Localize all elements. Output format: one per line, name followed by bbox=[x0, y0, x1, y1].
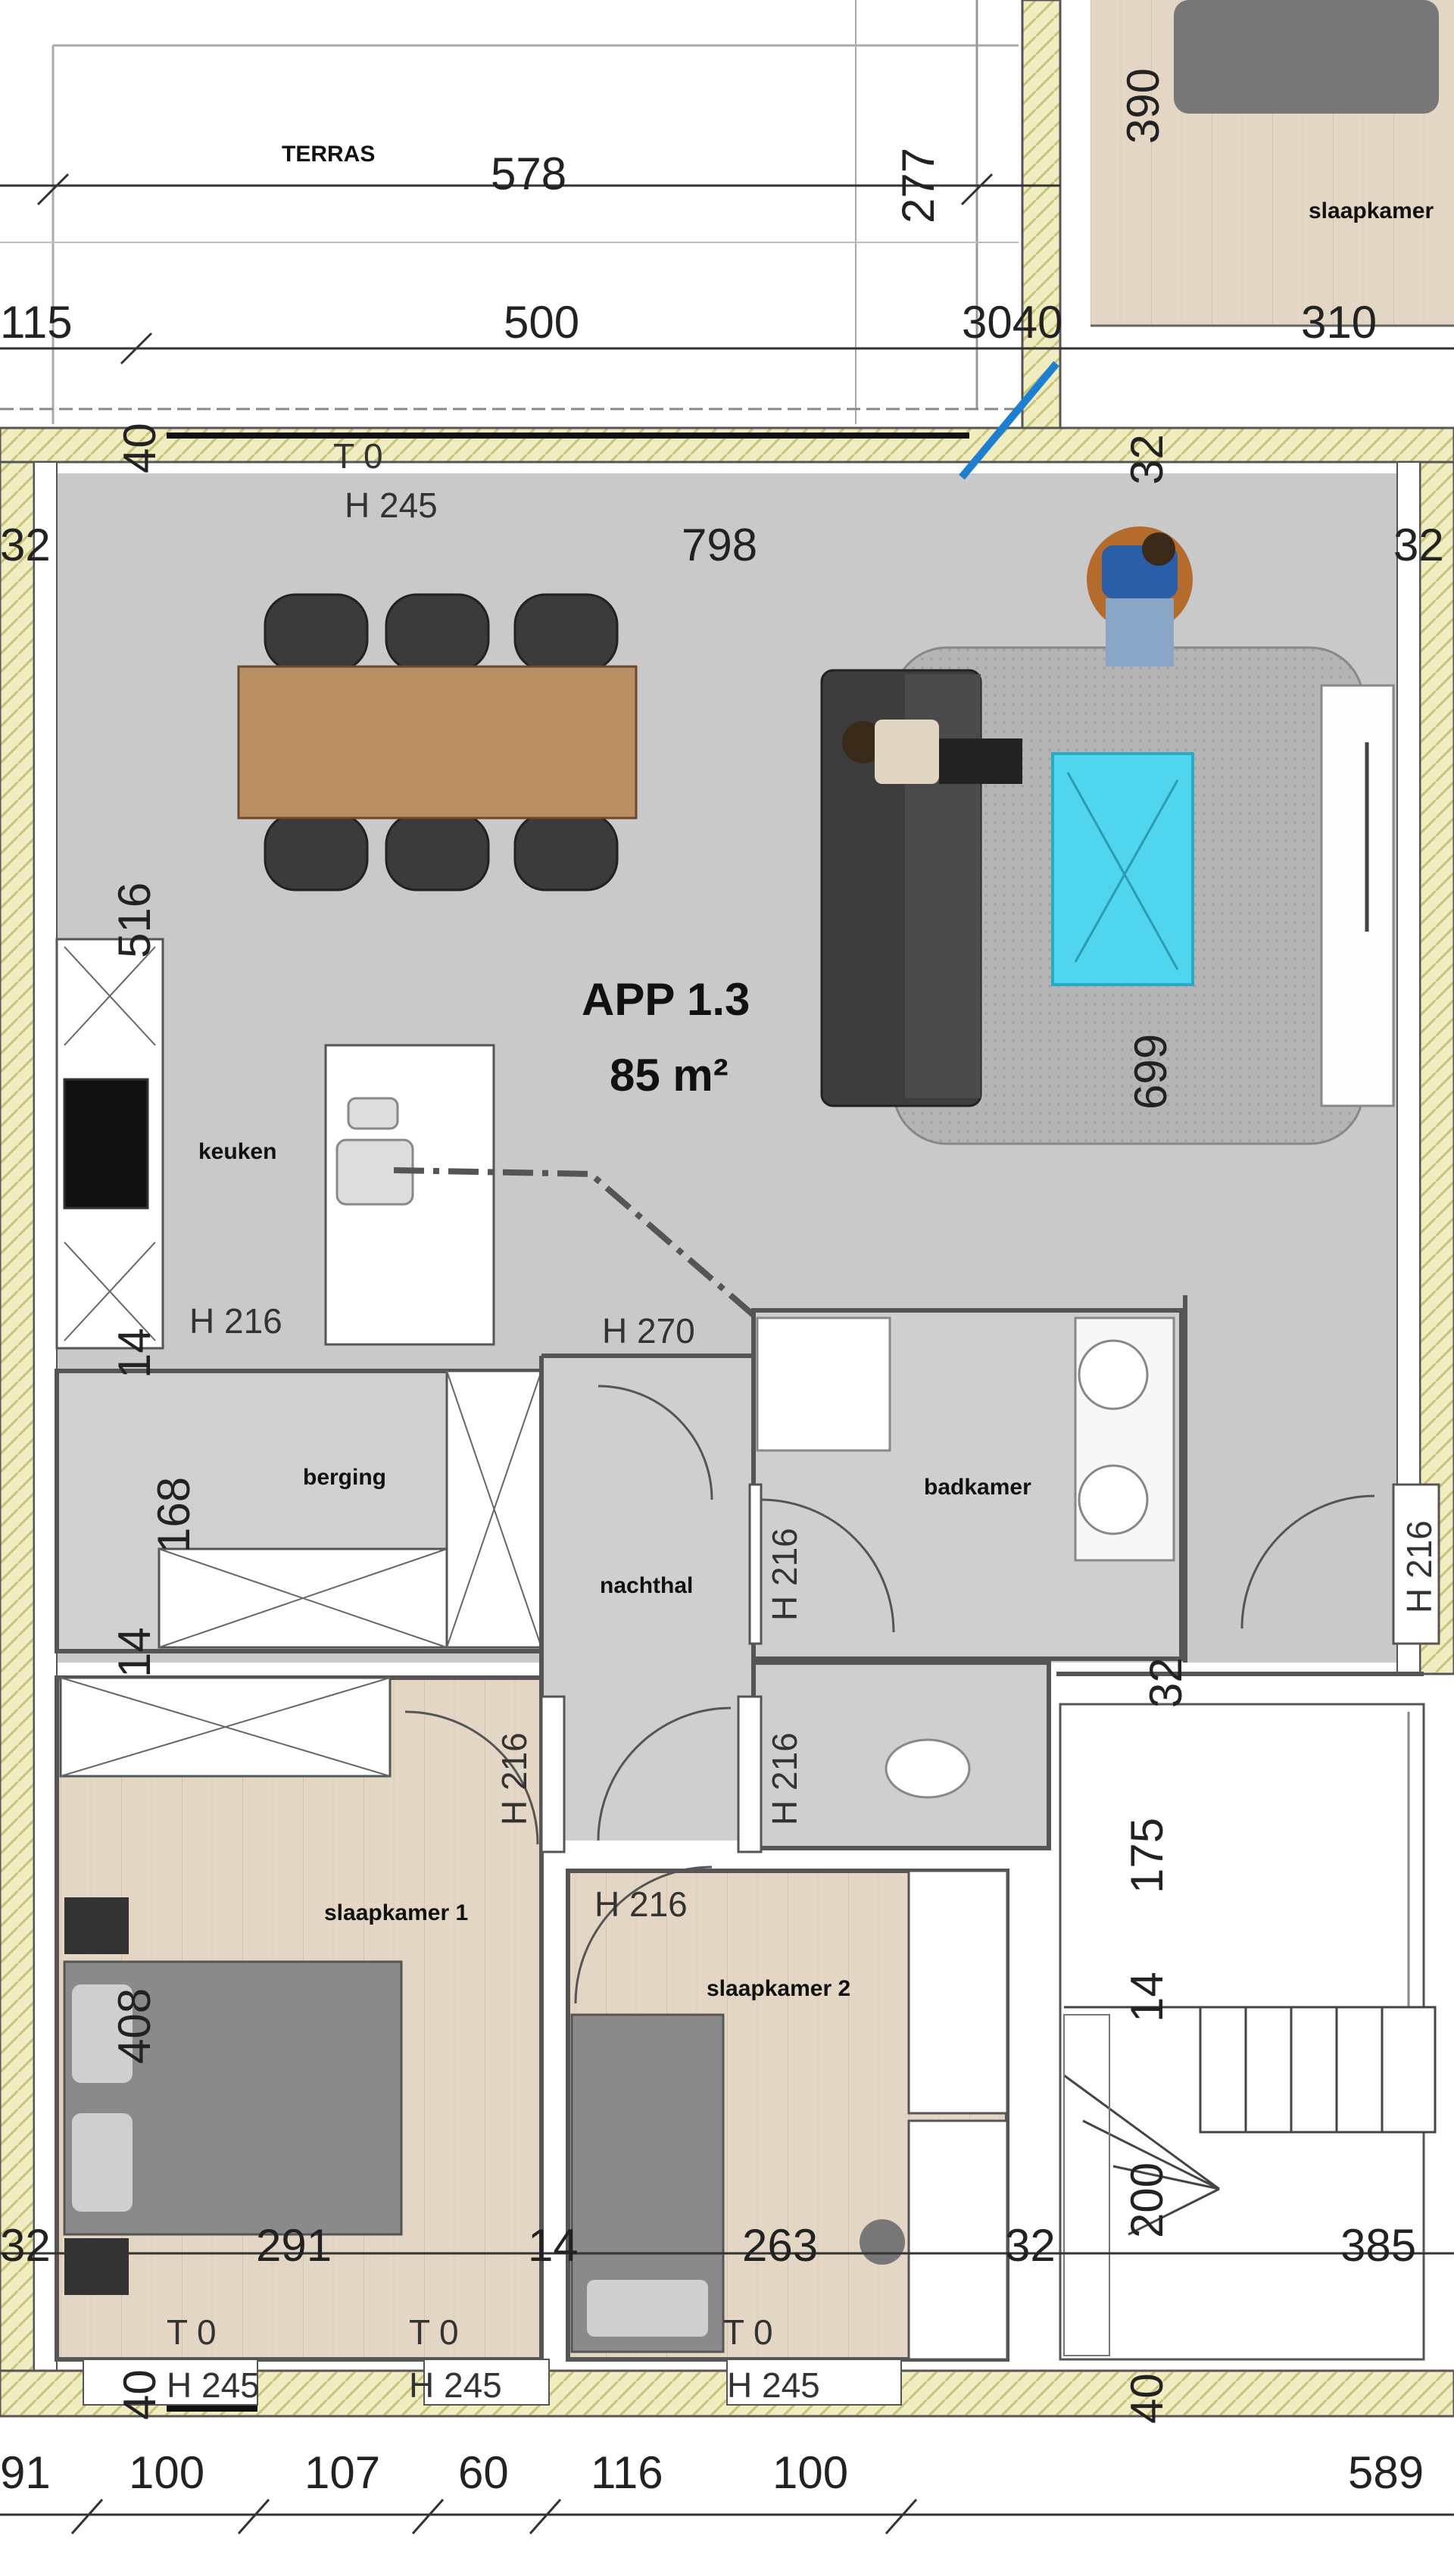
person-armchair-icon bbox=[1087, 526, 1193, 667]
dim-500: 500 bbox=[504, 297, 579, 348]
slaapkamer-1-room bbox=[55, 1675, 544, 2362]
badkamer-label: badkamer bbox=[924, 1475, 1031, 1500]
dining-set bbox=[237, 593, 638, 891]
kitchen bbox=[55, 938, 495, 1350]
dim-390: 390 bbox=[1118, 68, 1169, 144]
height-t0-top: T 0 bbox=[333, 436, 383, 476]
height-t0-bottom-3: T 0 bbox=[723, 2312, 773, 2352]
dim-40-bottom-left: 40 bbox=[114, 2369, 165, 2420]
wall-left bbox=[0, 461, 36, 2403]
nachthal-room bbox=[541, 1356, 754, 1841]
dim-200: 200 bbox=[1122, 2162, 1172, 2238]
height-t0-bottom-2: T 0 bbox=[409, 2312, 459, 2352]
bottom-dim-589: 589 bbox=[1348, 2447, 1424, 2498]
stairwell bbox=[1059, 1703, 1437, 2361]
dim-32-bottom-mid: 32 bbox=[1005, 2220, 1056, 2271]
nachthal-label: nachthal bbox=[600, 1573, 693, 1598]
dim-175: 175 bbox=[1122, 1818, 1172, 1894]
dim-14-c: 14 bbox=[1122, 1972, 1172, 2022]
slaapkamer-1-label: slaapkamer 1 bbox=[324, 1900, 468, 1925]
height-h216-kitchen: H 216 bbox=[189, 1301, 282, 1341]
height-h216-wc: H 216 bbox=[765, 1732, 804, 1825]
wc-room bbox=[751, 1660, 1051, 1850]
apartment-name: APP 1.3 bbox=[582, 974, 750, 1025]
dim-263: 263 bbox=[742, 2220, 818, 2271]
door-swings bbox=[404, 1385, 1375, 2004]
dim-385: 385 bbox=[1340, 2220, 1416, 2271]
height-h216-badkamer: H 216 bbox=[765, 1528, 804, 1621]
bottom-dim-100-a: 100 bbox=[129, 2447, 204, 2498]
slaapkamer-top-room bbox=[1090, 0, 1454, 386]
dim-578: 578 bbox=[491, 148, 566, 199]
dim-32-bottom-left: 32 bbox=[0, 2220, 51, 2271]
tv-cabinet bbox=[1320, 684, 1395, 1107]
bottom-dim-60: 60 bbox=[458, 2447, 509, 2498]
desk-icon bbox=[907, 2119, 1009, 2361]
bottom-dim-91: 91 bbox=[0, 2447, 51, 2498]
dim-32-mid: 32 bbox=[1140, 1657, 1191, 1708]
dim-408: 408 bbox=[109, 1988, 160, 2064]
height-h216-slaapkamer1: H 216 bbox=[495, 1732, 534, 1825]
bottom-dim-107: 107 bbox=[304, 2447, 380, 2498]
toilet-icon bbox=[885, 1738, 971, 1799]
terras-label: TERRAS bbox=[282, 142, 375, 167]
height-h216-slaapkamer2: H 216 bbox=[594, 1884, 688, 1924]
dim-168: 168 bbox=[148, 1477, 199, 1553]
dim-40-bottom-right: 40 bbox=[1122, 2373, 1172, 2424]
slaapkamer-top-label: slaapkamer bbox=[1309, 198, 1434, 223]
person-sofa-icon bbox=[842, 720, 1022, 784]
bottom-dim-100-b: 100 bbox=[772, 2447, 848, 2498]
bath-sink-icon bbox=[756, 1316, 891, 1452]
bottom-dim-116: 116 bbox=[591, 2447, 663, 2498]
dim-32-left: 32 bbox=[0, 520, 51, 570]
height-h245-bottom-1: H 245 bbox=[167, 2365, 260, 2405]
apartment-area: 85 m² bbox=[610, 1050, 729, 1101]
height-h270: H 270 bbox=[602, 1311, 695, 1350]
berging-label: berging bbox=[303, 1465, 386, 1490]
wall-right bbox=[1418, 461, 1454, 1675]
dim-32-right-top: 32 bbox=[1122, 434, 1172, 485]
slaapkamer-2-room bbox=[566, 1869, 1009, 2362]
dim-14-a: 14 bbox=[109, 1328, 160, 1379]
slaapkamer-2-label: slaapkamer 2 bbox=[707, 1976, 850, 2001]
dim-115: 115 bbox=[0, 297, 73, 348]
dim-277: 277 bbox=[893, 148, 944, 223]
cooktop-icon bbox=[63, 1078, 149, 1210]
dim-291: 291 bbox=[256, 2220, 332, 2271]
dim-40-left: 40 bbox=[114, 423, 165, 473]
dim-14-b: 14 bbox=[109, 1627, 160, 1678]
dim-3040: 3040 bbox=[962, 297, 1062, 348]
terrace bbox=[0, 0, 1019, 424]
dining-table bbox=[237, 665, 638, 820]
dimension-lines bbox=[0, 173, 1454, 2534]
height-t0-bottom-1: T 0 bbox=[167, 2312, 217, 2352]
door-arrow-blue bbox=[959, 361, 1059, 480]
dim-798: 798 bbox=[682, 520, 757, 570]
height-h245-top: H 245 bbox=[345, 486, 438, 525]
height-h245-bottom-3: H 245 bbox=[727, 2365, 820, 2405]
dim-14-d: 14 bbox=[528, 2220, 579, 2271]
height-h216-right: H 216 bbox=[1399, 1520, 1439, 1613]
height-h245-bottom-2: H 245 bbox=[409, 2365, 502, 2405]
dim-310: 310 bbox=[1301, 297, 1377, 348]
dim-516: 516 bbox=[109, 882, 160, 958]
dim-699: 699 bbox=[1125, 1034, 1176, 1110]
keuken-label: keuken bbox=[198, 1139, 276, 1164]
badkamer-room bbox=[751, 1308, 1184, 1661]
berging-room bbox=[55, 1369, 544, 1653]
dim-32-right: 32 bbox=[1393, 520, 1444, 570]
